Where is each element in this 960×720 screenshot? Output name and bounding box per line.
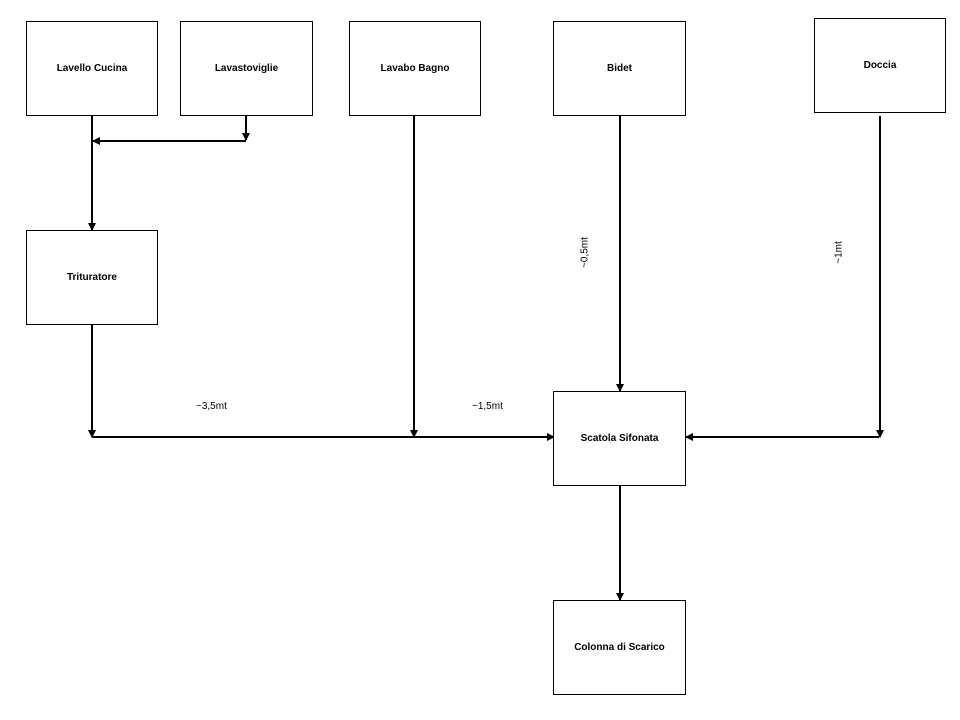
distance-label-doccia: ~1mt [833, 241, 845, 264]
node-scatola-sifonata: Scatola Sifonata [553, 391, 686, 486]
node-doccia-label: Doccia [863, 60, 897, 71]
node-lavabo-bagno: Lavabo Bagno [349, 21, 481, 116]
node-scatola-sifonata-label: Scatola Sifonata [580, 433, 659, 444]
distance-label-bidet: ~0,5mt [579, 237, 591, 268]
node-trituratore: Trituratore [26, 230, 158, 325]
node-colonna-di-scarico: Colonna di Scarico [553, 600, 686, 695]
distance-label-trituratore: ~3,5mt [196, 401, 227, 412]
node-lavastoviglie: Lavastoviglie [180, 21, 313, 116]
node-lavello-cucina-label: Lavello Cucina [56, 63, 128, 74]
node-doccia: Doccia [814, 18, 946, 113]
distance-label-lavabo: ~1,5mt [472, 401, 503, 412]
node-bidet: Bidet [553, 21, 686, 116]
node-colonna-di-scarico-label: Colonna di Scarico [574, 642, 665, 653]
node-bidet-label: Bidet [607, 63, 632, 74]
node-trituratore-label: Trituratore [66, 272, 117, 283]
node-lavastoviglie-label: Lavastoviglie [214, 63, 279, 74]
node-lavabo-bagno-label: Lavabo Bagno [380, 63, 450, 74]
node-lavello-cucina: Lavello Cucina [26, 21, 158, 116]
